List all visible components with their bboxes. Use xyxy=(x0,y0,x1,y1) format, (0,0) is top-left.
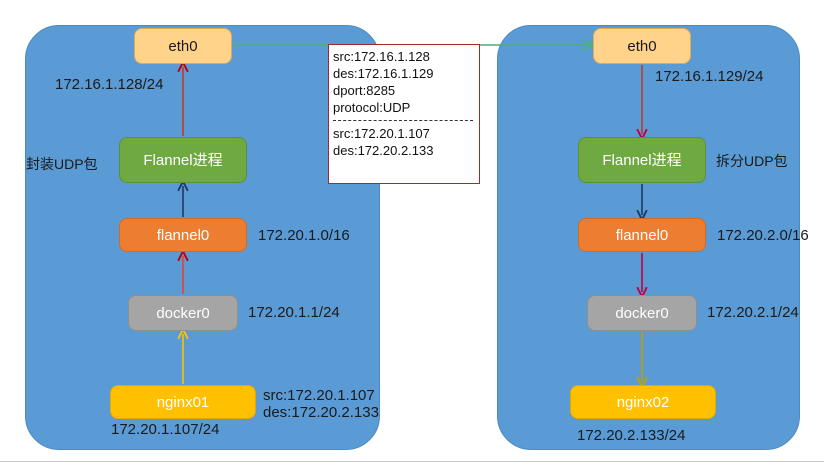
packet-detail-callout: src:172.16.1.128 des:172.16.1.129 dport:… xyxy=(328,44,480,184)
node-docker0-left[interactable]: docker0 xyxy=(128,295,238,331)
label-docker0-ip-left: 172.20.1.1/24 xyxy=(248,304,340,321)
node-nginx02[interactable]: nginx02 xyxy=(570,385,716,419)
packet-divider xyxy=(333,120,473,121)
label-docker0-ip-right: 172.20.2.1/24 xyxy=(707,304,799,321)
packet-inner-src: src:172.20.1.107 xyxy=(333,126,430,141)
label-flannel0-ip-right: 172.20.2.0/16 xyxy=(717,227,809,244)
packet-outer-src: src:172.16.1.128 xyxy=(333,49,430,64)
packet-outer-dport: dport:8285 xyxy=(333,83,396,98)
label-decapsulate-udp: 拆分UDP包 xyxy=(716,153,788,169)
node-eth0-left[interactable]: eth0 xyxy=(134,28,232,64)
node-docker0-right[interactable]: docker0 xyxy=(587,295,697,331)
label-encapsulate-udp: 封装UDP包 xyxy=(26,156,98,172)
node-nginx01[interactable]: nginx01 xyxy=(110,385,256,419)
bottom-divider xyxy=(0,461,824,462)
label-nginx01-src: src:172.20.1.107 xyxy=(263,387,375,404)
node-flannel-process-left[interactable]: Flannel进程 xyxy=(119,137,247,183)
node-flannel0-left[interactable]: flannel0 xyxy=(119,218,247,252)
label-nginx01-ip: 172.20.1.107/24 xyxy=(111,421,220,438)
node-flannel-process-right[interactable]: Flannel进程 xyxy=(578,137,706,183)
node-flannel0-right[interactable]: flannel0 xyxy=(578,218,706,252)
packet-outer-protocol: protocol:UDP xyxy=(333,100,411,115)
label-nginx01-des: des:172.20.2.133 xyxy=(263,404,379,421)
label-eth0-ip-right: 172.16.1.129/24 xyxy=(655,68,764,85)
packet-outer-des: des:172.16.1.129 xyxy=(333,66,434,81)
label-nginx02-ip: 172.20.2.133/24 xyxy=(577,427,686,444)
label-eth0-ip-left: 172.16.1.128/24 xyxy=(55,76,164,93)
node-eth0-right[interactable]: eth0 xyxy=(593,28,691,64)
packet-inner-des: des:172.20.2.133 xyxy=(333,143,434,158)
label-flannel0-ip-left: 172.20.1.0/16 xyxy=(258,227,350,244)
